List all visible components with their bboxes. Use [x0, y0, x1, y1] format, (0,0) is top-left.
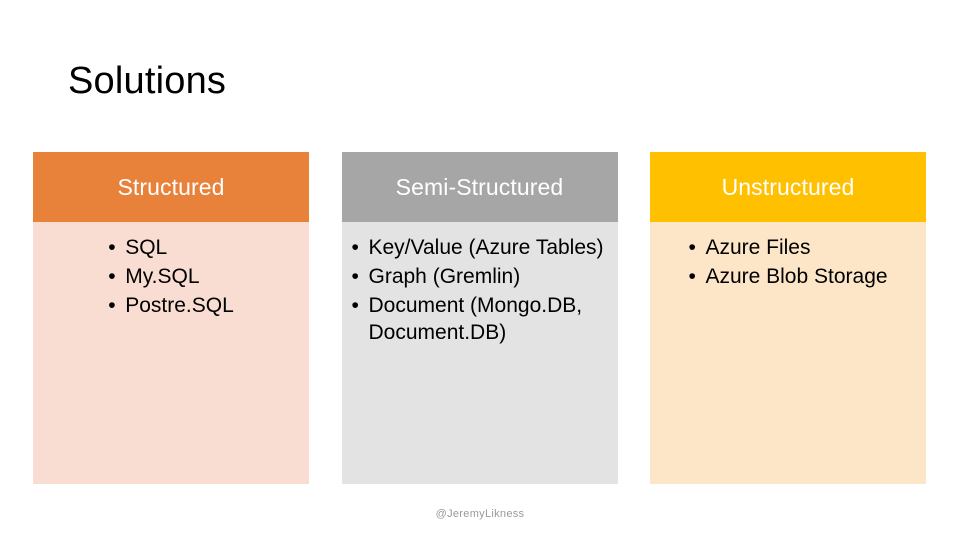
- list-item: • Document (Mongo.DB, Document.DB): [352, 292, 608, 346]
- list-item-label: My.SQL: [125, 265, 200, 288]
- list-item-label: Azure Files: [705, 236, 811, 259]
- list-item: • SQL: [108, 234, 234, 261]
- list-item-label: SQL: [125, 236, 168, 259]
- bullet-dot-icon: •: [688, 236, 696, 259]
- column-structured[interactable]: Structured • SQL • My.SQL • Postre.SQL: [33, 152, 309, 484]
- bullet-list-unstructured: • Azure Files • Azure Blob Storage: [688, 234, 887, 292]
- list-item: • My.SQL: [108, 263, 234, 290]
- list-item: • Postre.SQL: [108, 292, 234, 319]
- bullet-dot-icon: •: [351, 236, 359, 259]
- bullet-list-semi-structured: • Key/Value (Azure Tables) • Graph (Grem…: [352, 234, 608, 348]
- bullet-dot-icon: •: [688, 265, 696, 288]
- list-item-label: Document (Mongo.DB, Document.DB): [368, 294, 583, 344]
- column-body-semi-structured: • Key/Value (Azure Tables) • Graph (Grem…: [341, 222, 618, 484]
- list-item-label: Azure Blob Storage: [705, 265, 888, 288]
- bullet-dot-icon: •: [108, 236, 116, 259]
- list-item: • Azure Files: [688, 234, 887, 261]
- column-body-unstructured: • Azure Files • Azure Blob Storage: [650, 222, 926, 484]
- column-header-structured: Structured: [33, 152, 309, 222]
- column-body-structured: • SQL • My.SQL • Postre.SQL: [33, 222, 309, 484]
- list-item: • Azure Blob Storage: [688, 263, 887, 290]
- list-item-label: Graph (Gremlin): [368, 265, 521, 288]
- footer-attribution: @JeremyLikness: [435, 508, 525, 520]
- bullet-dot-icon: •: [351, 294, 359, 317]
- list-item-label: Postre.SQL: [125, 294, 234, 317]
- list-item: • Key/Value (Azure Tables): [352, 234, 608, 261]
- list-item-label: Key/Value (Azure Tables): [368, 236, 604, 259]
- column-header-semi-structured: Semi-Structured: [341, 152, 618, 222]
- column-header-unstructured: Unstructured: [650, 152, 926, 222]
- page-title: Solutions: [68, 60, 227, 102]
- bullet-list-structured: • SQL • My.SQL • Postre.SQL: [108, 234, 234, 321]
- bullet-dot-icon: •: [351, 265, 359, 288]
- solutions-columns: Structured • SQL • My.SQL • Postre.SQL: [33, 152, 926, 484]
- column-semi-structured[interactable]: Semi-Structured • Key/Value (Azure Table…: [341, 152, 618, 484]
- bullet-dot-icon: •: [108, 294, 116, 317]
- column-unstructured[interactable]: Unstructured • Azure Files • Azure Blob …: [650, 152, 926, 484]
- bullet-dot-icon: •: [108, 265, 116, 288]
- list-item: • Graph (Gremlin): [352, 263, 608, 290]
